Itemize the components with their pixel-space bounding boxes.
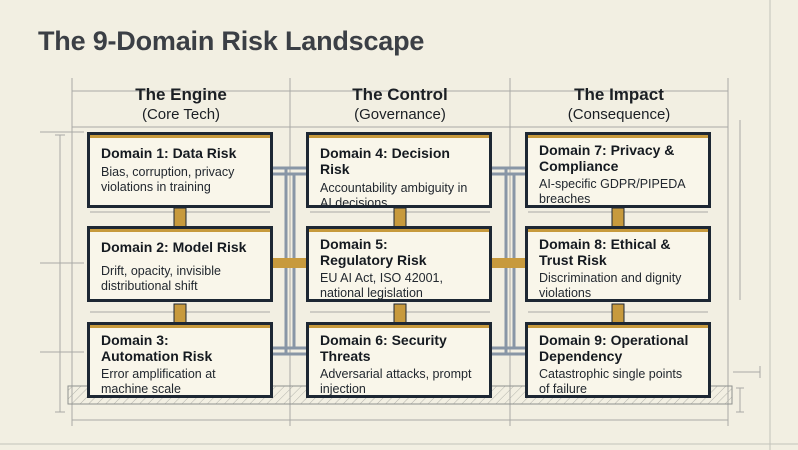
domain-title: Domain 9: Operational Dependency [539, 332, 689, 364]
domain-card-3: Domain 3: Automation Risk Error amplific… [87, 322, 273, 398]
column-header-engine: The Engine (Core Tech) [71, 85, 291, 125]
domain-card-8: Domain 8: Ethical & Trust Risk Discrimin… [525, 226, 711, 302]
domain-description: AI-specific GDPR/PIPEDA breaches [539, 177, 685, 206]
domain-description: Accountability ambiguity in AI decisions [320, 181, 468, 210]
column-subtitle: (Consequence) [567, 106, 671, 123]
domain-card-6: Domain 6: Security Threats Adversarial a… [306, 322, 492, 398]
column-header-control: The Control (Governance) [290, 85, 510, 125]
column-title: The Impact [574, 85, 664, 104]
domain-description: Discrimination and dignity violations [539, 271, 682, 300]
column-title: The Control [352, 85, 448, 104]
column-title: The Engine [135, 85, 227, 104]
domain-title: Domain 1: Data Risk [101, 145, 237, 161]
domain-title: Domain 6: Security Threats [320, 332, 447, 364]
domain-title: Domain 7: Privacy & Compliance [539, 142, 675, 174]
domain-title: Domain 4: Decision Risk [320, 145, 450, 177]
domain-description: Drift, opacity, invisible distributional… [101, 264, 221, 293]
domain-card-2: Domain 2: Model Risk Drift, opacity, inv… [87, 226, 273, 302]
column-subtitle: (Governance) [354, 106, 446, 123]
domain-description: Error amplification at machine scale [101, 367, 216, 396]
domain-card-5: Domain 5: Regulatory Risk EU AI Act, ISO… [306, 226, 492, 302]
domain-title: Domain 3: Automation Risk [101, 332, 213, 364]
domain-description: Adversarial attacks, prompt injection [320, 367, 472, 396]
column-header-impact: The Impact (Consequence) [509, 85, 729, 125]
domain-description: Bias, corruption, privacy violations in … [101, 165, 235, 194]
domain-card-9: Domain 9: Operational Dependency Catastr… [525, 322, 711, 398]
domain-description: Catastrophic single points of failure [539, 367, 683, 396]
domain-title: Domain 5: Regulatory Risk [320, 236, 427, 268]
domain-title: Domain 2: Model Risk [101, 239, 247, 255]
column-subtitle: (Core Tech) [141, 106, 221, 123]
domain-title: Domain 8: Ethical & Trust Risk [539, 236, 671, 268]
domain-card-7: Domain 7: Privacy & Compliance AI-specif… [525, 132, 711, 208]
domain-card-1: Domain 1: Data Risk Bias, corruption, pr… [87, 132, 273, 208]
domain-description: EU AI Act, ISO 42001, national legislati… [320, 271, 443, 300]
domain-card-4: Domain 4: Decision Risk Accountability a… [306, 132, 492, 210]
page-title: The 9-Domain Risk Landscape [38, 26, 425, 56]
